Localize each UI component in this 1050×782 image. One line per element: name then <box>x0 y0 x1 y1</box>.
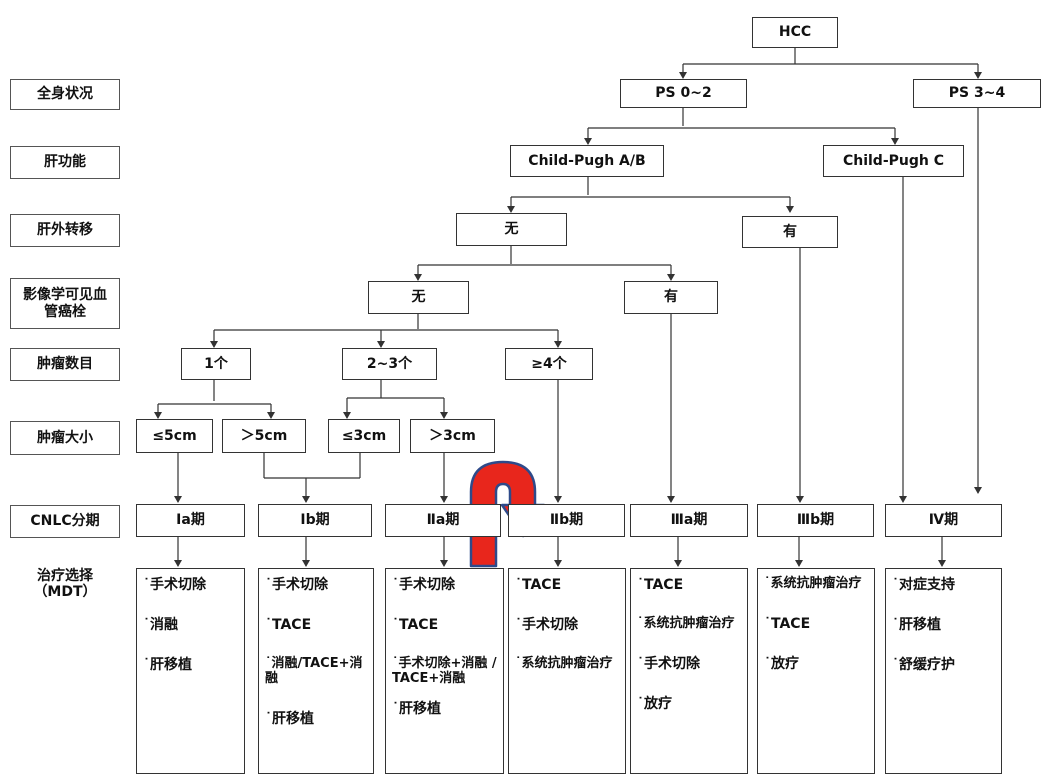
stage-iiib: Ⅲb期 <box>757 504 874 537</box>
treatment-item: ˙肝移植 <box>265 711 314 728</box>
treatment-iiia: ˙TACE ˙系统抗肿瘤治疗 ˙手术切除 ˙放疗 <box>630 568 748 774</box>
node-vascular-no: 无 <box>368 281 469 314</box>
label-tumor-number: 肿瘤数目 <box>10 348 120 381</box>
label-tumor-size: 肿瘤大小 <box>10 421 120 455</box>
stage-iib: Ⅱb期 <box>508 504 625 537</box>
treatment-item: ˙对症支持 <box>892 577 955 593</box>
treatment-item: ˙消融 <box>143 617 178 634</box>
treatment-item: ˙手术切除 <box>515 617 578 634</box>
treatment-iib: ˙TACE ˙手术切除 ˙系统抗肿瘤治疗 <box>508 568 626 774</box>
treatment-iia: ˙手术切除 ˙TACE ˙手术切除+消融 / TACE+消融 ˙肝移植 <box>385 568 504 774</box>
label-liver-function: 肝功能 <box>10 146 120 179</box>
treatment-item: ˙肝移植 <box>143 657 192 674</box>
node-size-gt3: ＞3cm <box>410 419 495 453</box>
label-extrahepatic-metastasis: 肝外转移 <box>10 214 120 247</box>
node-child-pugh-c: Child-Pugh C <box>823 145 964 177</box>
node-vascular-yes: 有 <box>624 281 718 314</box>
node-hcc: HCC <box>752 17 838 48</box>
node-ps-0-2: PS 0~2 <box>620 79 747 108</box>
node-metastasis-yes: 有 <box>742 216 838 248</box>
label-general-condition: 全身状况 <box>10 79 120 110</box>
treatment-item: ˙肝移植 <box>392 701 441 718</box>
treatment-item: ˙放疗 <box>764 656 799 673</box>
label-treatment-choice: 治疗选择 （MDT） <box>10 568 120 616</box>
treatment-item: ˙系统抗肿瘤治疗 <box>637 616 735 632</box>
treatment-item: ˙消融/TACE+消融 <box>265 656 363 687</box>
stage-ib: Ⅰb期 <box>258 504 372 537</box>
treatment-ia: ˙手术切除 ˙消融 ˙肝移植 <box>136 568 245 774</box>
node-tumor-1: 1个 <box>181 348 251 380</box>
node-ps-3-4: PS 3~4 <box>913 79 1041 108</box>
stage-ia: Ⅰa期 <box>136 504 245 537</box>
treatment-item: ˙TACE <box>392 617 439 634</box>
treatment-item: ˙手术切除 <box>265 577 328 593</box>
treatment-item: ˙TACE <box>515 577 562 593</box>
node-metastasis-no: 无 <box>456 213 567 246</box>
treatment-item: ˙系统抗肿瘤治疗 <box>764 576 862 591</box>
treatment-item: ˙手术切除+消融 / TACE+消融 <box>392 656 497 687</box>
node-tumor-4plus: ≥4个 <box>505 348 593 380</box>
stage-iv: Ⅳ期 <box>885 504 1002 537</box>
node-size-le3: ≤3cm <box>328 419 400 453</box>
treatment-item: ˙手术切除 <box>392 577 455 593</box>
treatment-item: ˙舒缓疗护 <box>892 657 955 674</box>
treatment-item: ˙手术切除 <box>637 656 700 673</box>
treatment-item: ˙肝移植 <box>892 617 941 634</box>
treatment-iiib: ˙系统抗肿瘤治疗 ˙TACE ˙放疗 <box>757 568 875 774</box>
treatment-item: ˙放疗 <box>637 696 672 713</box>
treatment-item: ˙TACE <box>764 615 811 632</box>
stage-iia: Ⅱa期 <box>385 504 501 537</box>
label-cnlc-stage: CNLC分期 <box>10 505 120 538</box>
treatment-iv: ˙对症支持 ˙肝移植 ˙舒缓疗护 <box>885 568 1002 774</box>
node-child-pugh-ab: Child-Pugh A/B <box>510 145 664 177</box>
node-size-le5: ≤5cm <box>136 419 213 453</box>
node-tumor-2-3: 2~3个 <box>342 348 437 380</box>
stage-iiia: Ⅲa期 <box>630 504 748 537</box>
treatment-item: ˙TACE <box>637 577 684 593</box>
node-size-gt5: ＞5cm <box>222 419 306 453</box>
treatment-item: ˙手术切除 <box>143 577 206 593</box>
treatment-item: ˙系统抗肿瘤治疗 <box>515 656 613 672</box>
treatment-ib: ˙手术切除 ˙TACE ˙消融/TACE+消融 ˙肝移植 <box>258 568 374 774</box>
treatment-item: ˙TACE <box>265 617 312 634</box>
label-vascular-invasion: 影像学可见血 管癌栓 <box>10 278 120 329</box>
